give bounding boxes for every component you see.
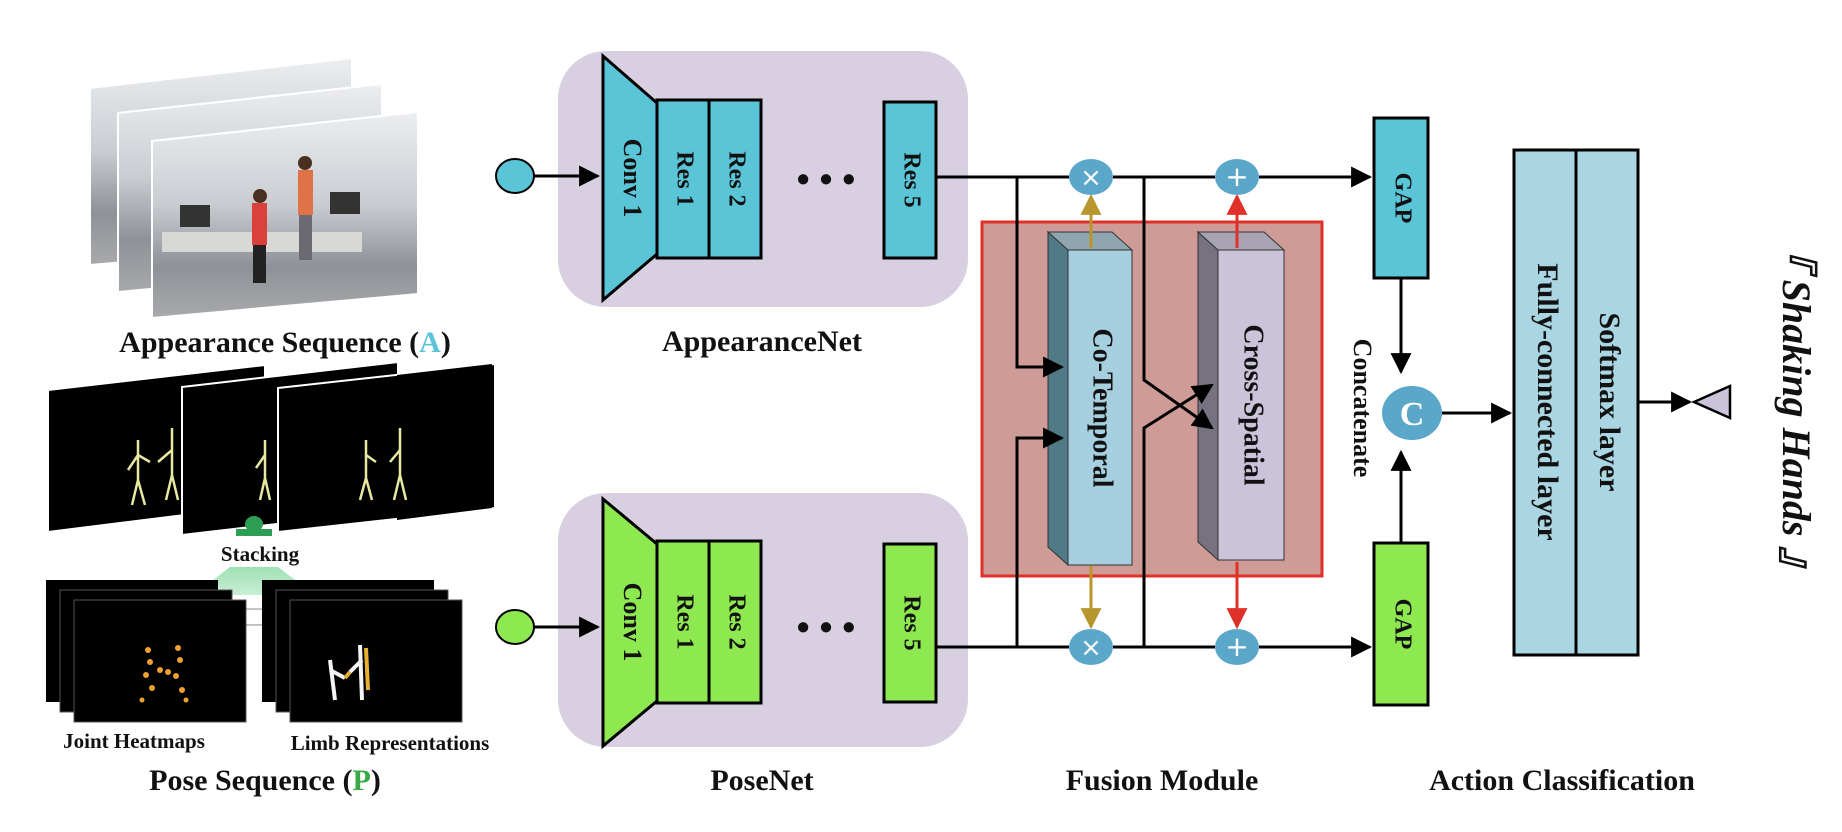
pose-net-title: PoseNet	[710, 764, 813, 797]
gap-block-top	[1372, 116, 1430, 280]
pose-res1-block	[655, 539, 711, 705]
skeleton-figure	[254, 440, 272, 501]
pose-sequence-caption: Pose Sequence (P)	[149, 764, 381, 797]
stacking-label: Stacking	[221, 542, 300, 566]
person-head	[298, 156, 312, 170]
limb-representation-frames	[262, 580, 463, 723]
joint-heatmaps-label: Joint Heatmaps	[63, 729, 205, 753]
pose-res5-block	[882, 542, 938, 704]
person-head	[253, 189, 267, 203]
person-body	[298, 170, 313, 215]
pose-res1-label: Res 1	[671, 594, 697, 649]
multiply-node-bottom: ×	[1069, 629, 1113, 665]
co-temporal-block	[1067, 249, 1133, 566]
gap-label-top: GAP	[1389, 173, 1415, 224]
skeleton-frame	[397, 364, 492, 520]
appearance-ellipsis: • • •	[797, 159, 856, 201]
cross-spatial-block	[1217, 249, 1285, 561]
softmax-layer-block	[1574, 148, 1640, 657]
cross-spatial-side-face	[1197, 230, 1219, 562]
appearance-res1-label: Res 1	[671, 151, 697, 206]
heatmap-frame	[73, 599, 247, 723]
add-node-top: +	[1215, 159, 1259, 195]
skeleton-figure	[389, 428, 408, 501]
limb-strokes	[343, 647, 370, 691]
concat-node	[1382, 386, 1442, 440]
pose-res5-label: Res 5	[898, 595, 924, 650]
multiply-node-top: ×	[1069, 159, 1113, 195]
person-body	[252, 203, 267, 245]
cross-spatial-label: Cross-Spatial	[1238, 324, 1269, 486]
predicted-action-label: 『 Shaking Hands 』	[1774, 230, 1819, 587]
heatmap-dots	[139, 645, 189, 703]
concat-symbol: C	[1400, 396, 1425, 433]
fc-layer-block	[1512, 148, 1578, 657]
limb-representations-label: Limb Representations	[291, 731, 490, 755]
pose-res2-label: Res 2	[723, 594, 749, 649]
action-classification-title: Action Classification	[1429, 764, 1695, 797]
appearance-conv1-label: Conv 1	[618, 139, 647, 218]
output-triangle	[1690, 384, 1732, 420]
co-temporal-label: Co-Temporal	[1087, 328, 1118, 487]
stacking-bar	[236, 529, 272, 536]
skeleton-figure	[358, 440, 377, 501]
pose-input-node	[495, 609, 535, 645]
appearance-res2-label: Res 2	[723, 151, 749, 206]
multiply-symbol: ×	[1080, 163, 1102, 193]
fusion-module-title: Fusion Module	[1066, 764, 1259, 797]
appearance-net-title: AppearanceNet	[662, 325, 862, 358]
limb-strokes	[328, 644, 364, 701]
monitor-shape	[180, 205, 210, 227]
monitor-shape	[330, 192, 360, 214]
pose-conv1-label: Conv 1	[618, 583, 647, 662]
person-legs	[253, 245, 266, 283]
add-symbol: +	[1225, 160, 1248, 193]
appearance-res1-block	[655, 98, 711, 260]
multiply-symbol: ×	[1080, 633, 1102, 663]
rgb-frame-front	[151, 110, 419, 320]
fc-layer-label: Fully-connected layer	[1531, 263, 1564, 540]
limb-frame	[289, 599, 463, 723]
pose-ellipsis: • • •	[797, 607, 856, 649]
concatenate-label: Concatenate	[1348, 339, 1377, 478]
person-legs	[299, 215, 312, 260]
joint-heatmaps-frames	[46, 580, 247, 723]
skeleton-figure	[126, 440, 151, 506]
stacking-dot	[245, 516, 263, 532]
appearance-sequence-caption: Appearance Sequence (A)	[119, 326, 451, 359]
co-temporal-side-face	[1047, 230, 1069, 567]
pose-res2-block	[707, 539, 763, 705]
add-symbol: +	[1225, 630, 1248, 663]
softmax-layer-label: Softmax layer	[1593, 312, 1626, 491]
add-node-bottom: +	[1215, 629, 1259, 665]
gap-label-bottom: GAP	[1389, 599, 1415, 650]
appearance-res2-block	[707, 98, 763, 260]
skeleton-figure	[157, 428, 180, 501]
appearance-res5-block	[882, 100, 938, 260]
appearance-input-node	[495, 158, 535, 194]
appearance-res5-label: Res 5	[898, 152, 924, 207]
stream-connections	[936, 166, 1373, 658]
pose-skeleton-frames	[47, 360, 496, 537]
appearance-sequence-frames	[89, 56, 419, 320]
